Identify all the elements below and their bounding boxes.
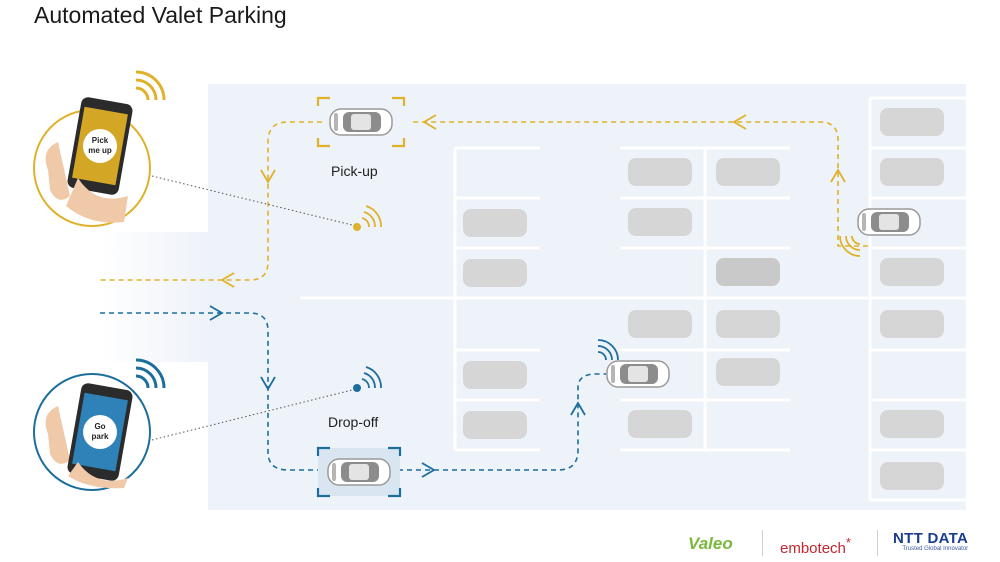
entrance-lane xyxy=(100,232,208,362)
logo-divider xyxy=(877,530,878,556)
parked-car xyxy=(463,361,527,389)
wifi-icon xyxy=(135,358,166,389)
pickup-route xyxy=(100,121,868,281)
departing-car xyxy=(857,208,921,236)
arriving-car xyxy=(606,360,670,388)
lane-markings xyxy=(300,96,966,502)
ntt-data-tagline: Trusted Global Innovator xyxy=(902,546,969,552)
parked-car xyxy=(628,410,692,438)
parked-car xyxy=(880,462,944,490)
wifi-icon xyxy=(135,70,166,101)
parked-car xyxy=(716,358,780,386)
parked-car xyxy=(880,158,944,186)
pickup-car xyxy=(329,108,393,136)
parked-car xyxy=(463,209,527,237)
parked-car xyxy=(880,410,944,438)
dropoff-phone-line1: Go xyxy=(94,422,105,431)
parked-car xyxy=(628,208,692,236)
parked-car xyxy=(880,108,944,136)
wifi-icon xyxy=(597,339,619,361)
logo-divider xyxy=(762,530,763,556)
page-title: Automated Valet Parking xyxy=(34,2,287,28)
parked-car xyxy=(716,158,780,186)
pickup-bay xyxy=(316,96,406,148)
pickup-phone-badge: Pick me up xyxy=(33,97,151,227)
dropoff-route-arrows xyxy=(209,305,586,478)
ntt-data-wordmark: NTT DATA xyxy=(893,530,969,547)
parked-car xyxy=(716,258,780,286)
dropoff-route xyxy=(100,312,606,471)
parked-car xyxy=(880,310,944,338)
valeo-logo: Valeo xyxy=(688,534,733,553)
dropoff-phone-badge: Go park xyxy=(33,373,151,491)
parked-car xyxy=(716,310,780,338)
parked-car xyxy=(628,158,692,186)
embotech-mark: * xyxy=(845,535,851,550)
parked-car xyxy=(880,258,944,286)
pickup-phone-line1: Pick xyxy=(92,136,109,145)
pickup-signal-icon xyxy=(353,205,382,231)
parked-car xyxy=(463,411,527,439)
pickup-phone-line2: me up xyxy=(88,146,112,155)
embotech-wordmark: embotech xyxy=(780,540,846,557)
ntt-data-logo: NTT DATA Trusted Global Innovator xyxy=(893,530,968,552)
pickup-route-arrows xyxy=(220,114,846,288)
parked-car xyxy=(463,259,527,287)
dropoff-signal-icon xyxy=(353,366,382,392)
dropoff-car xyxy=(327,458,391,486)
wifi-icon xyxy=(839,235,861,257)
parked-car xyxy=(628,310,692,338)
dropoff-label: Drop-off xyxy=(328,414,378,430)
parked-cars xyxy=(463,108,944,490)
dropoff-bay xyxy=(316,446,402,498)
dropoff-phone-line2: park xyxy=(92,432,109,441)
pickup-label: Pick-up xyxy=(331,163,378,179)
embotech-logo: embotech* xyxy=(780,535,851,557)
